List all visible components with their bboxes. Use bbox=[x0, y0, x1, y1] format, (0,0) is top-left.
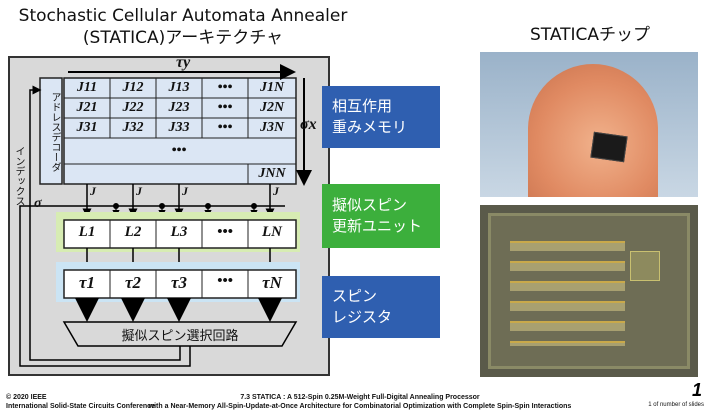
j-cell: J3N bbox=[259, 120, 285, 135]
j-cell: J12 bbox=[122, 80, 144, 95]
update-callout-line2: 更新ユニット bbox=[332, 217, 423, 235]
j-cell: J32 bbox=[122, 120, 144, 135]
diagram-subtitle: (STATICA)アーキテクチャ bbox=[82, 28, 284, 48]
j-cell: J31 bbox=[76, 120, 98, 135]
memory-arrays bbox=[510, 231, 625, 346]
diagram-title: Stochastic Cellular Automata Annealer bbox=[18, 6, 348, 26]
memory-callout-line1: 相互作用 bbox=[332, 97, 393, 115]
memory-callout-line2: 重みメモリ bbox=[332, 118, 408, 136]
j-cell: J11 bbox=[76, 80, 98, 95]
footer-conference: International Solid-State Circuits Confe… bbox=[6, 403, 155, 410]
register-callout: スピン レジスタ bbox=[322, 276, 440, 338]
l-cell: L1 bbox=[78, 224, 96, 240]
sigma-x-label: σx bbox=[300, 116, 317, 133]
slide-count: 1 of number of slides bbox=[648, 402, 704, 408]
chip bbox=[590, 131, 628, 163]
footer-paper-title: 7.3 STATICA : A 512-Spin 0.25M-Weight Fu… bbox=[240, 394, 480, 401]
l-cell: LN bbox=[262, 224, 282, 240]
j-cell: J2N bbox=[259, 100, 285, 115]
footer-copyright: © 2020 IEEE bbox=[6, 394, 47, 401]
j-cell: J33 bbox=[168, 120, 190, 135]
slide-number: 1 bbox=[691, 380, 702, 400]
j-cell: JNN bbox=[258, 166, 286, 181]
l-cell: ••• bbox=[217, 224, 233, 240]
tau-cell: τ1 bbox=[78, 273, 96, 292]
j-cell: J13 bbox=[168, 80, 190, 95]
spin-selector-circuit bbox=[62, 321, 298, 347]
selector-label: 擬似スピン選択回路 bbox=[121, 329, 239, 344]
address-decoder-label: アドレスデコーダ bbox=[49, 92, 60, 172]
control-block bbox=[630, 251, 660, 281]
j-cell: ••• bbox=[217, 120, 233, 135]
j-arrow-label: J bbox=[182, 184, 188, 198]
j-cell: J22 bbox=[122, 100, 144, 115]
j-cell: ••• bbox=[217, 100, 233, 115]
j-arrow-label: J bbox=[90, 184, 96, 198]
j-arrow-label: J bbox=[273, 184, 279, 198]
tau-cell: ••• bbox=[217, 273, 233, 289]
update-callout: 擬似スピン 更新ユニット bbox=[322, 184, 440, 248]
j-cell: J21 bbox=[76, 100, 98, 115]
chip-die-photo bbox=[480, 205, 698, 377]
tau-cell: τN bbox=[262, 273, 282, 292]
tau-cell: τ3 bbox=[170, 273, 188, 292]
j-cell: ••• bbox=[217, 80, 233, 95]
footer-paper-subtitle: with a Near-Memory All-Spin-Update-at-On… bbox=[148, 403, 572, 410]
fingertip bbox=[528, 64, 658, 197]
register-callout-line2: レジスタ bbox=[332, 308, 393, 326]
j-cell: J23 bbox=[168, 100, 190, 115]
chip-title: STATICAチップ bbox=[529, 25, 651, 45]
index-label: インデックス bbox=[13, 146, 24, 206]
chip-on-finger-photo bbox=[480, 52, 698, 197]
l-cell: L3 bbox=[170, 224, 188, 240]
j-cell: ••• bbox=[171, 143, 187, 158]
l-cell: L2 bbox=[124, 224, 142, 240]
register-callout-line1: スピン bbox=[332, 287, 378, 305]
j-arrow-label: J bbox=[136, 184, 142, 198]
memory-callout: 相互作用 重みメモリ bbox=[322, 86, 440, 148]
tau-cell: τ2 bbox=[124, 273, 142, 292]
address-decoder-block bbox=[39, 77, 63, 185]
update-callout-line1: 擬似スピン bbox=[332, 196, 408, 214]
sigma-label: σ bbox=[34, 196, 42, 211]
j-cell: J1N bbox=[259, 80, 285, 95]
tau-y-label: τy bbox=[176, 54, 191, 71]
weight-memory-array bbox=[63, 77, 297, 185]
